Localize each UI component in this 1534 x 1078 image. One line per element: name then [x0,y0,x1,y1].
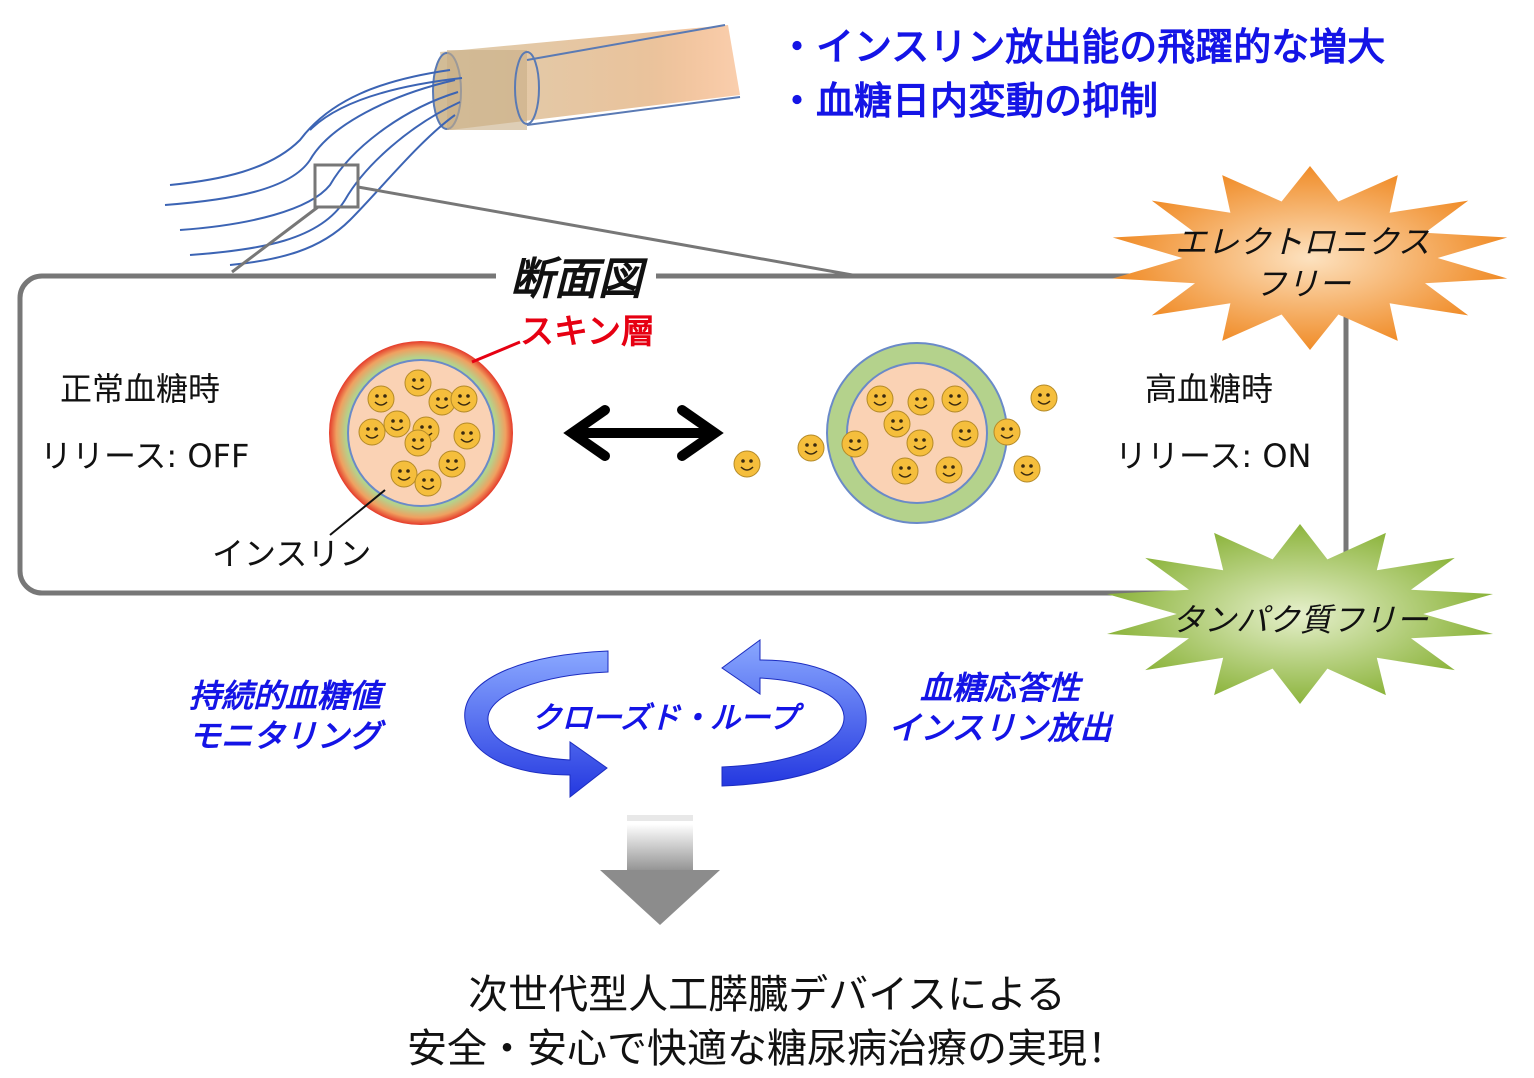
insulin-face-icon [404,429,432,457]
insulin-face-icon [404,369,432,397]
closed-loop-arrows [464,639,867,799]
insulin-face-icon [390,460,418,488]
insulin-face-icon [935,456,963,484]
insulin-face-icon [883,410,911,438]
insulin-face-icon [367,385,395,413]
insulin-face-icon [993,418,1021,446]
insulin-face-icon [1030,384,1058,412]
insulin-molecules [358,369,1058,497]
skin-layer-label: スキン層 [520,312,655,352]
bullet-1: ・インスリン放出能の飛躍的な増大 [778,25,1386,69]
cross-section-frame [17,273,1349,596]
insulin-face-icon [906,429,934,457]
closed-loop-label: クローズド・ループ [531,701,799,736]
insulin-face-icon [733,450,761,478]
monitoring-label: 持続的血糖値 モニタリング [160,676,410,756]
insulin-face-icon [358,418,386,446]
down-arrow-icon [600,815,720,925]
high-glucose-title: 高血糖時 [1145,370,1274,408]
release-on-label: リリース: ON [1115,437,1312,475]
protein-free-starburst [1107,524,1493,704]
insulin-face-icon [453,422,481,450]
insulin-label: インスリン [212,535,372,573]
insulin-face-icon [866,385,894,413]
insulin-face-icon [450,385,478,413]
conclusion-line1: 次世代型人工膵臓デバイスによる [468,972,1066,1018]
insulin-face-icon [951,420,979,448]
insulin-release-line2: インスリン放出 [888,709,1112,747]
insulin-face-icon [797,434,825,462]
protein-free-label: タンパク質フリー [1171,601,1428,639]
monitoring-line1: 持続的血糖値 [188,677,381,715]
electronics-free-line2: フリー [1254,264,1351,303]
release-off-label: リリース: OFF [40,437,250,475]
bullet-2: ・血糖日内変動の抑制 [778,79,1159,123]
insulin-face-icon [1013,455,1041,483]
electronics-free-label: エレクトロニクス フリー [1170,222,1435,305]
double-arrow-icon [563,405,724,461]
insulin-face-icon [907,388,935,416]
monitoring-line2: モニタリング [188,717,381,755]
electronics-free-line1: エレクトロニクス [1174,223,1431,261]
insulin-face-icon [941,385,969,413]
conclusion: 次世代型人工膵臓デバイスによる 安全・安心で快適な糖尿病治療の実現！ [0,968,1534,1076]
electronics-free-starburst [1112,166,1508,350]
insulin-release-line1: 血糖応答性 [919,669,1080,707]
conclusion-line2: 安全・安心で快適な糖尿病治療の実現！ [407,1026,1127,1072]
insulin-face-icon [891,457,919,485]
insulin-face-icon [438,450,466,478]
normal-glucose-title: 正常血糖時 [60,370,221,408]
section-title: 断面図 [496,258,656,302]
insulin-face-icon [414,469,442,497]
insulin-face-icon [383,410,411,438]
insulin-face-icon [841,430,869,458]
zoom-box [313,163,360,209]
fiber-device-illustration [164,24,741,266]
insulin-release-label: 血糖応答性 インスリン放出 [880,668,1120,748]
